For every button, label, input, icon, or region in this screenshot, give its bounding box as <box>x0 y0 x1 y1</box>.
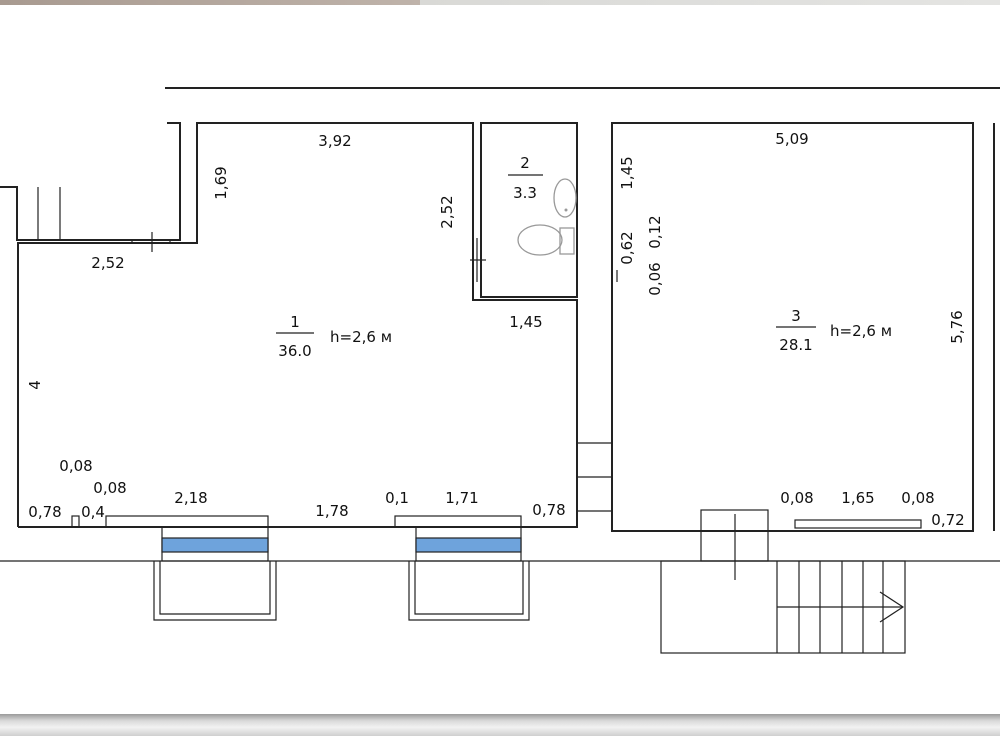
room-1-number: 1 <box>290 313 300 331</box>
toilet-icon <box>517 224 575 256</box>
dim-label: 0,62 <box>618 231 636 264</box>
window-glass <box>415 537 522 553</box>
room-1-walls <box>17 122 578 528</box>
room-3-number: 3 <box>791 307 801 325</box>
stairs-icon <box>776 561 905 653</box>
sink-icon <box>553 178 577 218</box>
connector-steps <box>577 442 612 512</box>
dim-label: 1,45 <box>509 313 542 331</box>
dim-label: 0,08 <box>780 489 813 507</box>
room-2-number: 2 <box>520 154 530 172</box>
dim-label: 1,71 <box>445 489 478 507</box>
room-1-door-ticks <box>470 238 486 282</box>
room-2-walls <box>480 122 578 298</box>
photo-strip <box>0 0 1000 5</box>
dim-label: 1,69 <box>212 166 230 199</box>
dim-label: 5,76 <box>948 310 966 343</box>
dim-label: 2,52 <box>91 254 124 272</box>
window-1 <box>71 515 277 621</box>
window-2 <box>394 515 530 621</box>
dim-label: 0,4 <box>81 503 105 521</box>
dim-label: 0,08 <box>901 489 934 507</box>
room-1-area: 36.0 <box>278 342 311 360</box>
dim-label: 3,92 <box>318 132 351 150</box>
dim-label: 4 <box>26 380 44 390</box>
room-1-height: h=2,6 м <box>330 328 392 346</box>
bottom-frame-edge <box>0 714 1000 736</box>
dim-label: 0,78 <box>28 503 61 521</box>
dim-label: 5,09 <box>775 130 808 148</box>
window-glass <box>161 537 269 553</box>
room-3-walls <box>611 122 974 532</box>
dim-label: 0,78 <box>532 501 565 519</box>
dim-label: 0,06 <box>646 262 664 295</box>
dim-label: 0,08 <box>59 457 92 475</box>
dimension-labels: 3,92 1,69 2,52 2,52 1,45 4 0,08 0,08 0,7… <box>26 130 966 529</box>
room-3-window <box>794 519 922 529</box>
room-3-height: h=2,6 м <box>830 322 892 340</box>
dim-label: 1,78 <box>315 502 348 520</box>
entrance-porch <box>660 509 906 654</box>
dim-label: 0,08 <box>93 479 126 497</box>
dim-label: 1,65 <box>841 489 874 507</box>
left-ledge <box>0 122 181 252</box>
dim-label: 0,72 <box>931 511 964 529</box>
dim-label: 0,12 <box>646 215 664 248</box>
room-2-area: 3.3 <box>513 184 537 202</box>
dim-label: 2,52 <box>438 195 456 228</box>
dim-label: 2,18 <box>174 489 207 507</box>
room-3-area: 28.1 <box>779 336 812 354</box>
dim-label: 0,1 <box>385 489 409 507</box>
dim-label: 1,45 <box>618 156 636 189</box>
